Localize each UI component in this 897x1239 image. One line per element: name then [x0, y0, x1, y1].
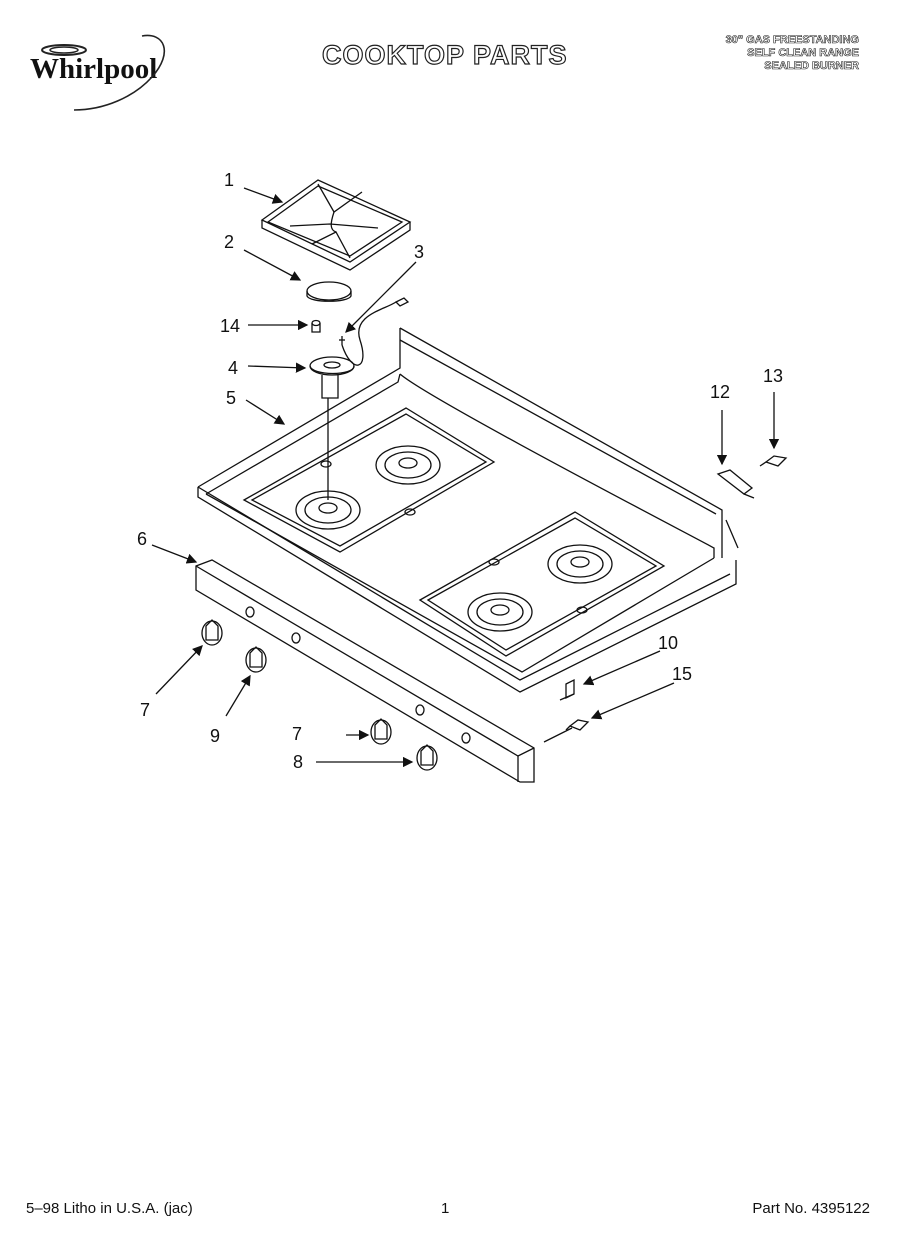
screw-part-12	[716, 469, 755, 499]
callout-8: 8	[293, 752, 303, 772]
page-title: COOKTOP PARTS	[321, 39, 568, 70]
knob-9	[245, 646, 267, 673]
knob-right-7	[370, 718, 392, 745]
model-description: 30" GAS FREESTANDING SELF CLEAN RANGE SE…	[725, 34, 859, 73]
callout-7-right: 7	[292, 724, 302, 744]
whirlpool-logo-graphic: Whirlpool	[30, 34, 165, 111]
part-number: Part No. 4395122	[752, 1200, 870, 1217]
callout-9: 9	[210, 726, 220, 746]
screw-part-15	[565, 719, 590, 731]
callout-1: 1	[224, 170, 234, 190]
clip-part-10	[559, 678, 575, 701]
cooktop-panel	[197, 327, 739, 693]
footer-litho: 5–98 Litho in U.S.A. (jac)	[26, 1200, 193, 1217]
whirlpool-logo: Whirlpool	[24, 32, 184, 112]
subtitle-line: 30" GAS FREESTANDING	[725, 34, 859, 47]
callout-13: 13	[763, 366, 783, 386]
callout-5: 5	[226, 388, 236, 408]
callout-7-left: 7	[140, 700, 150, 720]
callout-6: 6	[137, 529, 147, 549]
screw-part-14	[311, 319, 321, 333]
knob-8	[416, 744, 438, 771]
callout-14: 14	[220, 316, 240, 336]
screw-part-13	[759, 455, 788, 467]
brand-wordmark: Whirlpool	[30, 53, 157, 85]
callout-4: 4	[228, 358, 238, 378]
control-panel	[195, 559, 535, 783]
page-number: 1	[441, 1200, 450, 1217]
callout-15: 15	[672, 664, 692, 684]
subtitle-line: SELF CLEAN RANGE	[747, 47, 859, 60]
igniter-wire	[339, 297, 410, 366]
callout-10: 10	[658, 633, 678, 653]
burner-cap	[306, 281, 352, 302]
callout-2: 2	[224, 232, 234, 252]
burner-base	[309, 356, 355, 500]
burner-grate	[260, 179, 412, 271]
callout-3: 3	[414, 242, 424, 262]
knob-left-7	[201, 619, 223, 646]
callout-12: 12	[710, 382, 730, 402]
subtitle-line: SEALED BURNER	[764, 60, 859, 73]
leader-arrows	[151, 187, 780, 768]
